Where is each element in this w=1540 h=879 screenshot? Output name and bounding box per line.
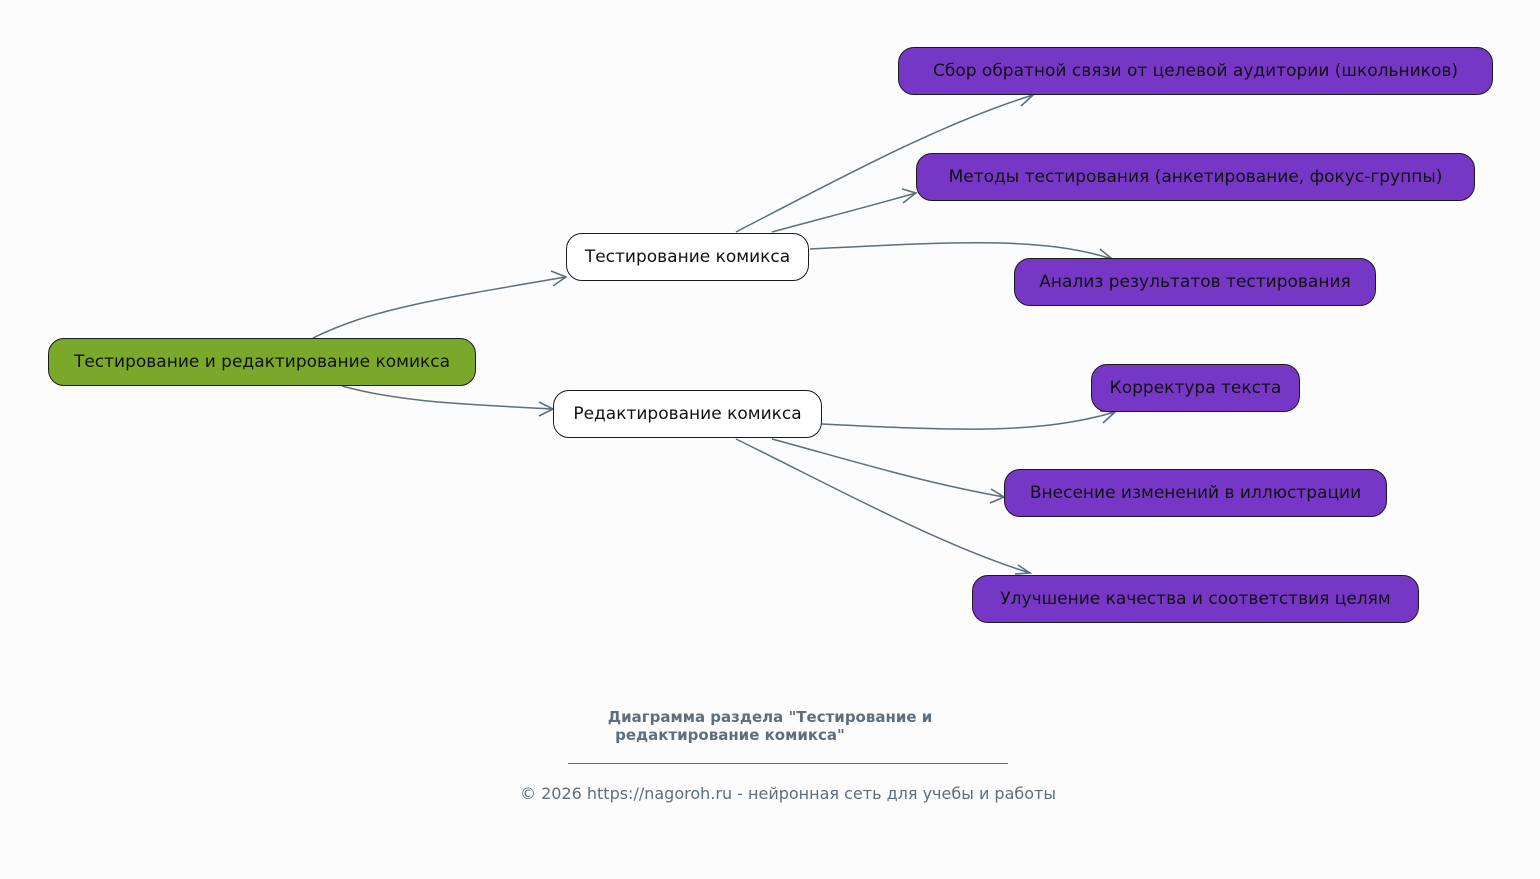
arrowhead-icon <box>550 270 568 287</box>
branch-node-label: Редактирование комикса <box>573 404 802 424</box>
edge-testing-to-analysis <box>809 241 1113 260</box>
caption-line-1: Диаграмма раздела "Тестирование и <box>607 708 933 726</box>
edge-root-to-editing <box>341 385 554 410</box>
branch-node-label: Тестирование комикса <box>584 247 791 267</box>
diagram-caption: Диаграмма раздела "Тестирование и редакт… <box>0 708 1540 744</box>
edge-editing-to-illustrations <box>771 438 1005 498</box>
leaf-node-label: Внесение изменений в иллюстрации <box>1029 483 1362 503</box>
caption-divider <box>568 763 1008 764</box>
leaf-node-analysis[interactable]: Анализ результатов тестирования <box>1014 258 1376 306</box>
edge-testing-to-methods <box>771 192 917 233</box>
arrowhead-icon <box>901 188 918 204</box>
root-node-label: Тестирование и редактирование комикса <box>73 352 451 372</box>
leaf-node-methods[interactable]: Методы тестирования (анкетирование, фоку… <box>916 153 1475 201</box>
caption-line-2: редактирование комикса" <box>615 726 845 744</box>
leaf-node-label: Корректура текста <box>1109 378 1282 398</box>
edge-editing-to-quality <box>735 438 1031 574</box>
edge-editing-to-proofreading <box>821 411 1116 430</box>
branch-node-testing[interactable]: Тестирование комикса <box>566 233 809 281</box>
leaf-node-label: Сбор обратной связи от целевой аудитории… <box>932 61 1459 81</box>
branch-node-editing[interactable]: Редактирование комикса <box>553 390 822 438</box>
leaf-node-label: Улучшение качества и соответствия целям <box>1000 589 1391 609</box>
leaf-node-quality[interactable]: Улучшение качества и соответствия целям <box>972 575 1419 623</box>
leaf-node-proofreading[interactable]: Корректура текста <box>1091 364 1300 412</box>
leaf-node-label: Методы тестирования (анкетирование, фоку… <box>948 167 1443 187</box>
edge-root-to-testing <box>312 276 567 339</box>
leaf-node-illustrations[interactable]: Внесение изменений в иллюстрации <box>1004 469 1387 517</box>
mind-map-diagram: Тестирование и редактирование комикса Те… <box>48 47 1493 623</box>
edge-testing-to-feedback <box>735 94 1034 233</box>
arrowhead-icon <box>1014 564 1033 575</box>
leaf-node-label: Анализ результатов тестирования <box>1039 272 1351 292</box>
leaf-node-feedback[interactable]: Сбор обратной связи от целевой аудитории… <box>898 47 1493 95</box>
root-node[interactable]: Тестирование и редактирование комикса <box>48 338 476 386</box>
footer-copyright: © 2026 https://nagoroh.ru - нейронная се… <box>519 784 1056 803</box>
